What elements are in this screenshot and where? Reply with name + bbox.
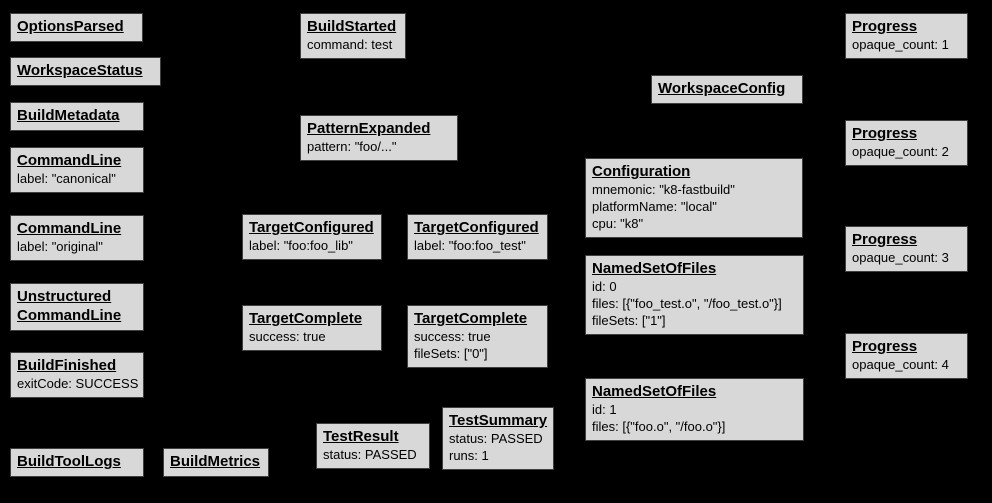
node-title: OptionsParsed	[17, 18, 124, 35]
node-detail: label: "original"	[17, 239, 103, 254]
node-title: NamedSetOfFiles	[592, 383, 717, 400]
node-workspace-status: WorkspaceStatus	[10, 57, 161, 86]
node-title: CommandLine	[17, 152, 122, 169]
node-configuration: Configuration mnemonic: "k8-fastbuild" p…	[585, 158, 803, 238]
node-target-complete-foo-lib: TargetComplete success: true	[242, 305, 382, 351]
node-target-complete-foo-test: TargetComplete success: true fileSets: […	[407, 305, 548, 368]
node-detail: command: test	[307, 37, 393, 52]
node-pattern-expanded: PatternExpanded pattern: "foo/..."	[300, 115, 458, 161]
node-detail: status: PASSED	[323, 447, 417, 462]
node-detail: success: true	[249, 329, 326, 344]
node-named-set-of-files-1: NamedSetOfFiles id: 1 files: [{"foo.o", …	[585, 378, 804, 441]
node-title: Progress	[852, 18, 918, 35]
node-build-tool-logs: BuildToolLogs	[10, 448, 144, 477]
node-title: Progress	[852, 125, 918, 142]
node-detail: label: "canonical"	[17, 171, 116, 186]
node-detail: opaque_count: 1	[852, 37, 949, 52]
node-title: BuildToolLogs	[17, 453, 121, 470]
node-target-configured-foo-lib: TargetConfigured label: "foo:foo_lib"	[242, 214, 382, 260]
node-detail: id: 1 files: [{"foo.o", "/foo.o"}]	[592, 402, 726, 434]
node-title: WorkspaceConfig	[658, 80, 786, 97]
node-detail: opaque_count: 2	[852, 144, 949, 159]
node-title: Progress	[852, 338, 918, 355]
node-title: TargetComplete	[249, 310, 363, 327]
node-target-configured-foo-test: TargetConfigured label: "foo:foo_test"	[407, 214, 548, 260]
node-detail: success: true fileSets: ["0"]	[414, 329, 491, 361]
node-detail: label: "foo:foo_lib"	[249, 238, 353, 253]
node-title: BuildMetadata	[17, 107, 120, 124]
node-title: NamedSetOfFiles	[592, 260, 717, 277]
node-build-metadata: BuildMetadata	[10, 102, 144, 131]
node-title: Configuration	[592, 163, 691, 180]
node-title: BuildFinished	[17, 357, 117, 374]
node-detail: opaque_count: 4	[852, 357, 949, 372]
node-progress-1: Progress opaque_count: 1	[845, 13, 968, 59]
node-title: TargetConfigured	[414, 219, 539, 236]
node-options-parsed: OptionsParsed	[10, 13, 143, 42]
node-build-finished: BuildFinished exitCode: SUCCESS	[10, 352, 144, 398]
node-title: TestSummary	[449, 412, 548, 429]
node-title: TargetComplete	[414, 310, 528, 327]
node-detail: status: PASSED runs: 1	[449, 431, 543, 463]
node-workspace-config: WorkspaceConfig	[651, 75, 803, 104]
node-build-started: BuildStarted command: test	[300, 13, 406, 59]
node-title: BuildStarted	[307, 18, 397, 35]
node-title: BuildMetrics	[170, 453, 261, 470]
node-detail: pattern: "foo/..."	[307, 139, 397, 154]
node-progress-2: Progress opaque_count: 2	[845, 120, 968, 166]
node-title: PatternExpanded	[307, 120, 431, 137]
node-detail: mnemonic: "k8-fastbuild" platformName: "…	[592, 182, 735, 231]
node-progress-4: Progress opaque_count: 4	[845, 333, 968, 379]
node-test-result: TestResult status: PASSED	[316, 423, 430, 469]
node-progress-3: Progress opaque_count: 3	[845, 226, 968, 272]
node-detail: id: 0 files: [{"foo_test.o", "/foo_test.…	[592, 279, 782, 328]
node-command-line-original: CommandLine label: "original"	[10, 215, 144, 261]
node-named-set-of-files-0: NamedSetOfFiles id: 0 files: [{"foo_test…	[585, 255, 804, 335]
node-command-line-canonical: CommandLine label: "canonical"	[10, 147, 144, 193]
node-detail: opaque_count: 3	[852, 250, 949, 265]
node-title: CommandLine	[17, 220, 122, 237]
node-title: WorkspaceStatus	[17, 62, 143, 79]
node-title: Unstructured CommandLine	[17, 288, 122, 324]
node-test-summary: TestSummary status: PASSED runs: 1	[442, 407, 554, 470]
node-detail: exitCode: SUCCESS	[17, 376, 139, 391]
node-title: TargetConfigured	[249, 219, 374, 236]
node-title: TestResult	[323, 428, 399, 445]
node-build-metrics: BuildMetrics	[163, 448, 269, 477]
node-title: Progress	[852, 231, 918, 248]
node-detail: label: "foo:foo_test"	[414, 238, 526, 253]
node-unstructured-command-line: Unstructured CommandLine	[10, 283, 144, 331]
